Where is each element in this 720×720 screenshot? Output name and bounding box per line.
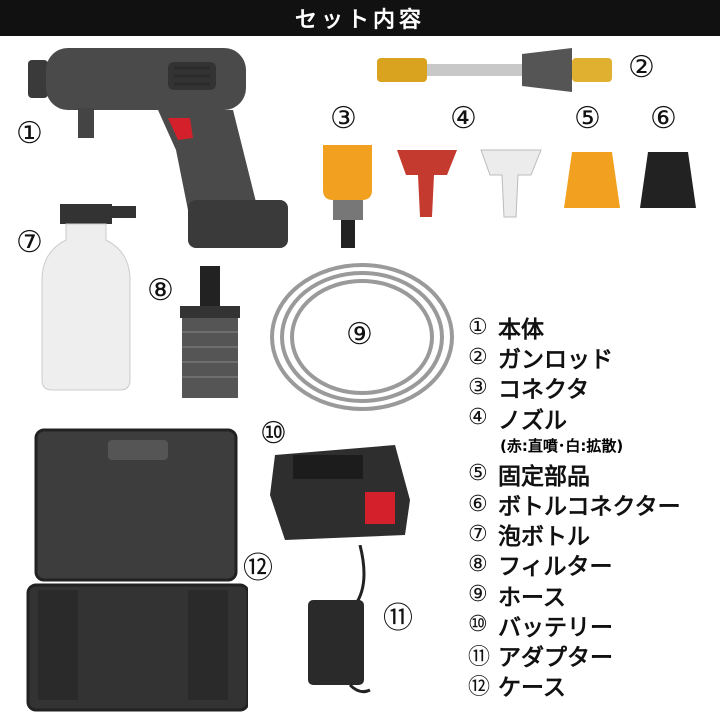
- badge-1: ①: [16, 116, 43, 151]
- legend-item-12: ⑫ ケース: [468, 670, 718, 702]
- legend-number: ⑩: [468, 612, 488, 638]
- legend-number: ⑪: [468, 644, 491, 670]
- legend-number: ⑥: [468, 491, 488, 517]
- legend-item-4: ④ ノズル: [468, 403, 718, 434]
- legend-number: ⑧: [468, 551, 488, 577]
- nozzle-red-image: [397, 150, 457, 217]
- badge-5: ⑤: [574, 101, 601, 136]
- legend-item-9: ⑨ ホース: [468, 580, 718, 611]
- legend-label: ケース: [498, 675, 566, 702]
- bottle-connector-image: [640, 152, 696, 208]
- spray-gun-image: [28, 48, 288, 248]
- legend-label: コネクタ: [498, 377, 590, 404]
- legend-item-3: ③ コネクタ: [468, 372, 718, 404]
- fixing-part-image: [564, 152, 620, 208]
- hose-image: [270, 263, 454, 411]
- badge-8: ⑧: [147, 273, 174, 308]
- badge-9: ⑨: [346, 317, 373, 352]
- legend-item-11: ⑪ アダプター: [468, 640, 718, 671]
- legend-item-8: ⑧ フィルター: [468, 549, 718, 581]
- badge-2: ②: [628, 50, 655, 85]
- legend-item-1: ① 本体: [468, 312, 718, 344]
- legend-number: ④: [468, 405, 488, 431]
- section-title-bar: セット内容: [0, 0, 720, 36]
- legend-label: フィルター: [498, 554, 613, 581]
- legend-item-6: ⑥ ボトルコネクター: [468, 489, 718, 521]
- legend-label: バッテリー: [498, 614, 613, 641]
- badge-12: ⑫: [243, 551, 273, 586]
- legend-item-2: ② ガンロッド: [468, 342, 718, 374]
- badge-7: ⑦: [16, 225, 43, 260]
- badge-4: ④: [450, 101, 477, 136]
- connector-image: [323, 145, 372, 248]
- legend-number: ③: [468, 374, 488, 400]
- legend-number: ⑦: [468, 521, 488, 547]
- adapter-image: [308, 545, 371, 694]
- badge-6: ⑥: [650, 101, 677, 136]
- legend-label: アダプター: [498, 644, 613, 671]
- filter-image: [180, 266, 240, 398]
- legend-label: ボトルコネクター: [498, 494, 681, 521]
- legend-item-10: ⑩ バッテリー: [468, 610, 718, 641]
- foam-bottle-image: [41, 204, 136, 391]
- section-title: セット内容: [294, 8, 425, 33]
- legend-number: ⑤: [468, 461, 488, 487]
- badge-10: ⑩: [260, 416, 287, 451]
- badge-3: ③: [330, 101, 357, 136]
- legend-label: ガンロッド: [498, 347, 613, 374]
- legend-label: 本体: [498, 317, 544, 344]
- legend-number: ①: [468, 314, 488, 340]
- legend-number: ⑫: [468, 675, 491, 701]
- legend-item-5: ⑤ 固定部品: [468, 459, 718, 490]
- legend-item-7: ⑦ 泡ボトル: [468, 519, 718, 551]
- legend-number: ⑨: [468, 582, 488, 608]
- case-image: [26, 428, 248, 712]
- legend-label: 泡ボトル: [498, 524, 590, 551]
- gun-rod-image: [377, 48, 612, 92]
- legend-number: ②: [468, 344, 488, 370]
- nozzle-note: (赤:直噴･白:拡散): [500, 437, 624, 456]
- legend-label: ノズル: [498, 407, 567, 434]
- badge-11: ⑪: [383, 601, 413, 636]
- nozzle-white-image: [480, 149, 542, 218]
- legend-label: ホース: [498, 584, 566, 611]
- battery-image: [270, 445, 410, 540]
- legend-label: 固定部品: [498, 463, 590, 490]
